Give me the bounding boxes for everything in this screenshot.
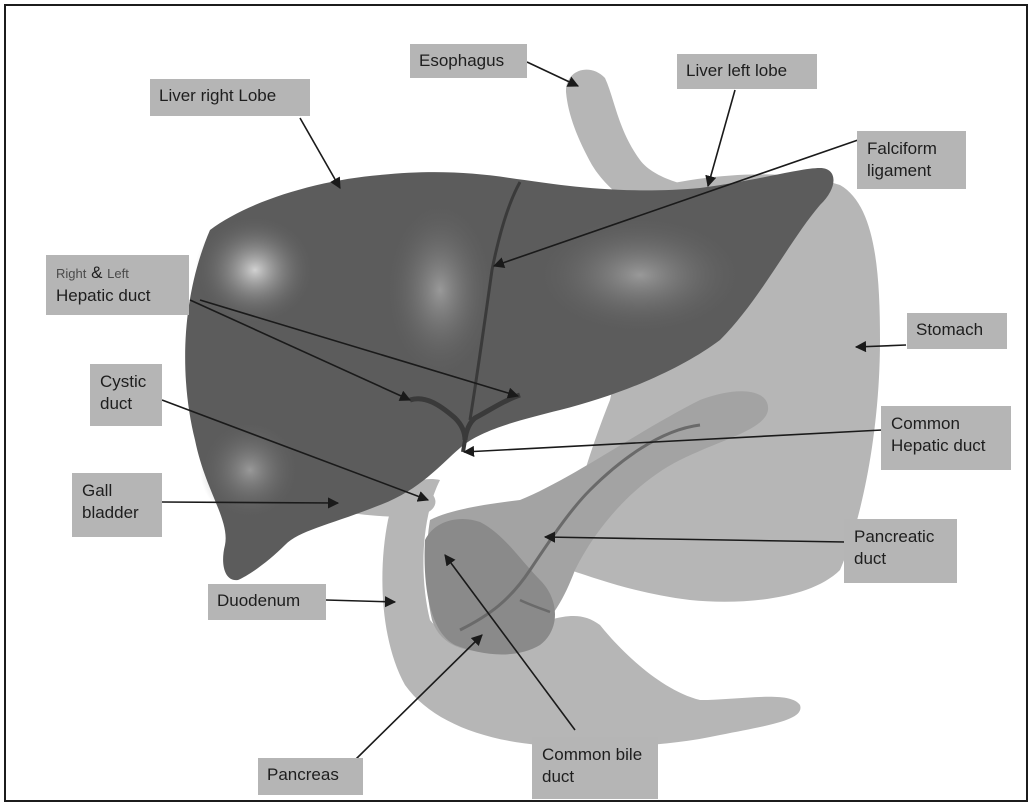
pointer-liver-right-lobe [300, 118, 340, 188]
label-common-hepatic-line2: Hepatic duct [891, 435, 1001, 457]
label-gall-line1: Gall [82, 480, 152, 502]
label-falciform-line2: ligament [867, 160, 956, 182]
label-common-bile-line1: Common bile [542, 744, 648, 766]
label-gall-line2: bladder [82, 502, 152, 524]
label-common-hepatic-duct: Common Hepatic duct [881, 406, 1011, 470]
label-cystic-duct: Cystic duct [90, 364, 162, 426]
liver-highlight [535, 215, 745, 335]
liver-highlight [200, 420, 300, 520]
label-falciform-line1: Falciform [867, 138, 956, 160]
label-cystic-line1: Cystic [100, 371, 152, 393]
label-hepatic-amp: & [91, 263, 102, 282]
pointer-liver-left-lobe [708, 90, 735, 186]
label-common-bile-duct: Common bile duct [532, 737, 658, 799]
liver-highlight [195, 215, 315, 325]
label-pancreatic-duct: Pancreatic duct [844, 519, 957, 583]
label-falciform-ligament: Falciform ligament [857, 131, 966, 189]
label-stomach: Stomach [907, 313, 1007, 349]
label-pancreas: Pancreas [258, 758, 363, 795]
liver-highlight [385, 200, 495, 380]
label-hepatic-left: Left [107, 266, 129, 281]
label-liver-right-lobe: Liver right Lobe [150, 79, 310, 116]
label-hepatic-right: Right [56, 266, 86, 281]
label-cystic-line2: duct [100, 393, 152, 415]
label-liver-left-lobe: Liver left lobe [677, 54, 817, 89]
common-hepatic-duct-line [463, 440, 465, 452]
pointer-esophagus [527, 62, 578, 86]
label-gall-bladder: Gall bladder [72, 473, 162, 537]
label-duodenum: Duodenum [208, 584, 326, 620]
label-common-bile-line2: duct [542, 766, 648, 788]
label-esophagus: Esophagus [410, 44, 527, 78]
label-common-hepatic-line1: Common [891, 413, 1001, 435]
label-pancreatic-line1: Pancreatic [854, 526, 947, 548]
label-hepatic-ducts: Right & Left Hepatic duct [46, 255, 189, 315]
label-hepatic-duct: Hepatic duct [56, 285, 179, 307]
label-pancreatic-line2: duct [854, 548, 947, 570]
pointer-gall-bladder [162, 502, 338, 503]
label-hepatic-line1: Right & Left [56, 262, 179, 285]
